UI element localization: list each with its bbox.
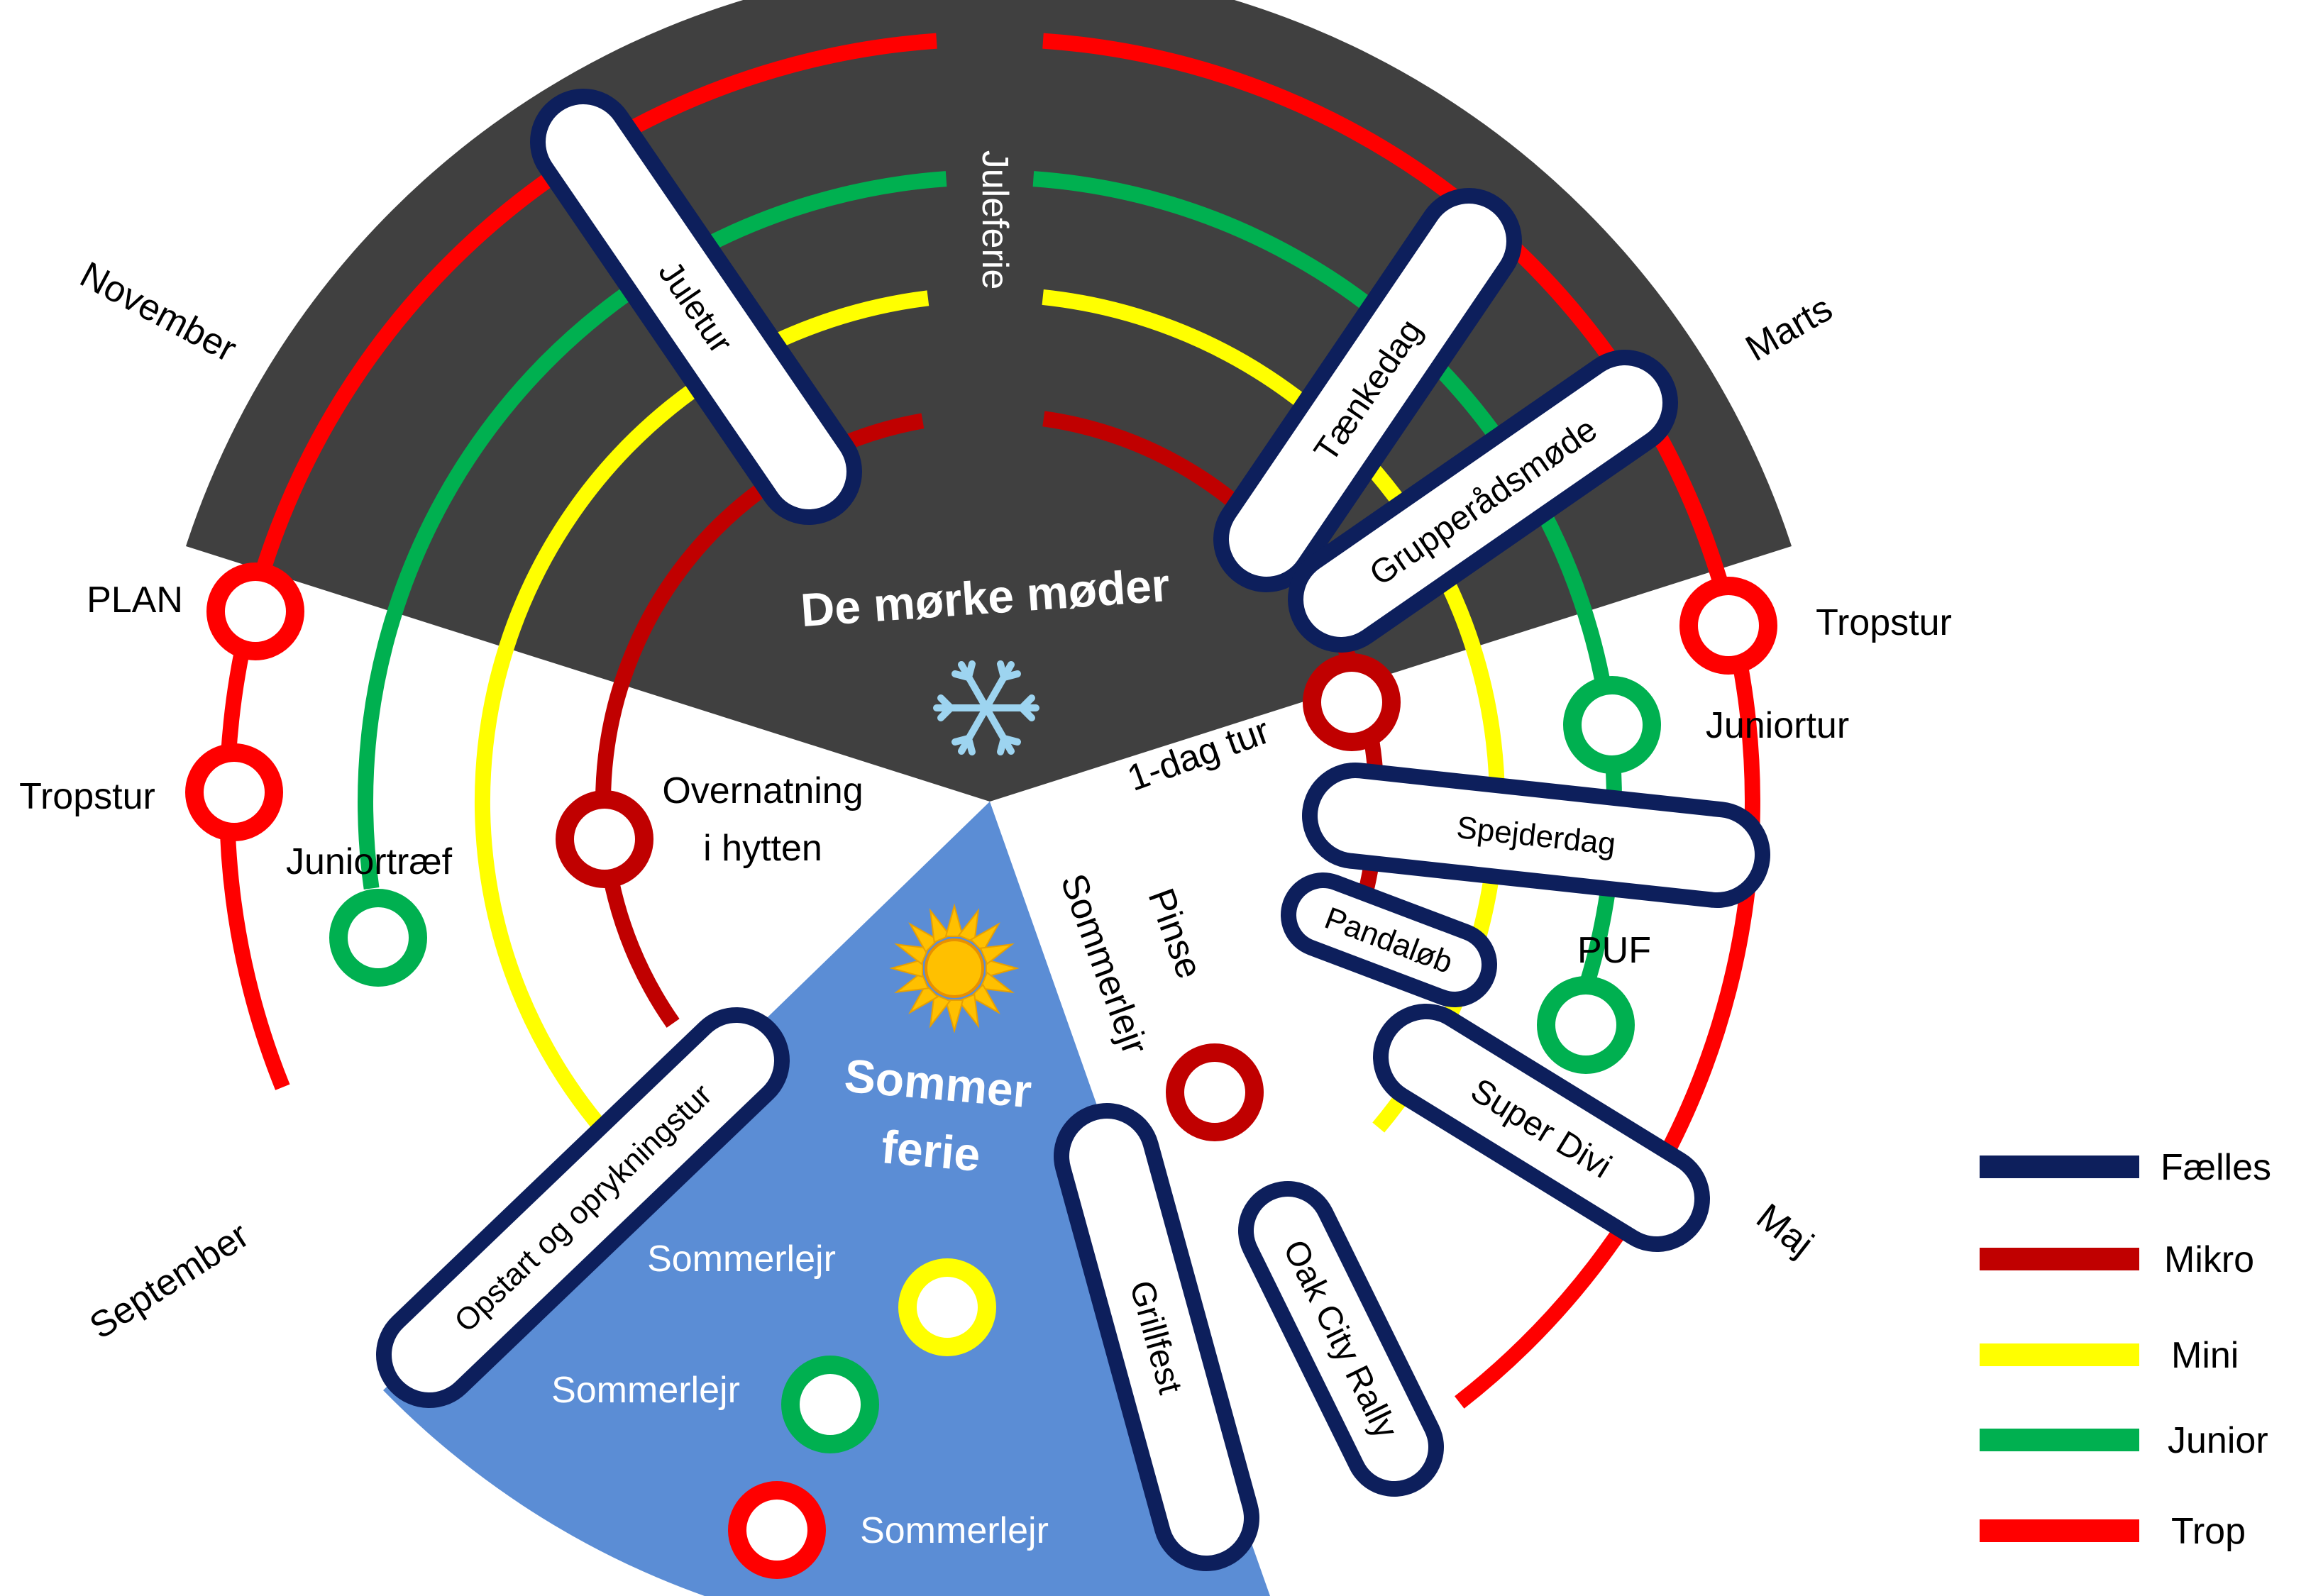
station-plan[interactable] — [206, 563, 304, 660]
event-pill-fill — [1318, 778, 1755, 892]
summer-holiday-sector — [383, 802, 1270, 1596]
event-super-divi[interactable]: Super Divi — [1373, 1004, 1710, 1252]
sun-ray — [957, 908, 980, 943]
event-pill-fill — [546, 104, 846, 509]
station-sommerlejr-mini[interactable] — [898, 1258, 996, 1356]
sun-icon — [889, 903, 1020, 1033]
legend-item-trop: Trop — [1980, 1511, 2246, 1552]
label-puf: PUF — [1577, 930, 1651, 971]
event-oak-city-rally[interactable]: Oak City Rally — [1238, 1181, 1444, 1497]
sun-ray — [944, 903, 964, 937]
event-pill-fill — [1389, 1019, 1694, 1236]
event-spejderdag[interactable]: Spejderdag — [1302, 763, 1770, 908]
station-juniortraef[interactable] — [329, 889, 427, 987]
legend-label-junior: Junior — [2168, 1420, 2268, 1461]
station-juniortur[interactable] — [1563, 676, 1661, 774]
legend-label-mini: Mini — [2171, 1335, 2239, 1376]
event-taenkedag[interactable]: Tænkedag — [1213, 188, 1522, 592]
legend-item-junior: Junior — [1980, 1420, 2268, 1461]
summer-title-line2: ferie — [879, 1120, 982, 1181]
legend-item-mikro: Mikro — [1980, 1239, 2254, 1280]
sun-ray — [944, 999, 964, 1033]
event-pill-fill — [392, 1023, 774, 1392]
label-tropstur-left: Tropstur — [19, 776, 155, 817]
label-overnatning-line1: Overnatning — [662, 770, 863, 811]
event-pill-fill — [1254, 1197, 1428, 1481]
station-overnatning[interactable] — [556, 790, 653, 888]
label-juleferie: Juleferie — [974, 150, 1015, 290]
ring-trop-segment — [219, 33, 937, 1090]
sun-ray — [979, 971, 1015, 994]
legend-item-faelles: Fælles — [1980, 1147, 2271, 1188]
label-sommerlejr-mini: Sommerlejr — [647, 1238, 836, 1280]
label-sommerlejr-junior: Sommerlejr — [551, 1370, 740, 1411]
sun-ray — [957, 993, 980, 1029]
label-tropstur-right: Tropstur — [1816, 602, 1952, 643]
legend-label-faelles: Fælles — [2161, 1147, 2271, 1188]
sun-ray — [929, 993, 951, 1029]
event-pill-fill — [1069, 1119, 1244, 1556]
legend-label-mikro: Mikro — [2164, 1239, 2254, 1280]
month-september: September — [82, 1214, 256, 1347]
label-overnatning-line2: i hytten — [703, 828, 822, 869]
label-juniortur: Juniortur — [1706, 705, 1849, 746]
month-marts: Marts — [1739, 288, 1840, 370]
legend-label-trop: Trop — [2171, 1511, 2246, 1552]
legend: Fælles Mikro Mini Junior Trop — [1980, 1147, 2271, 1552]
ring-junior-segment — [358, 171, 947, 890]
station-puf[interactable] — [1537, 976, 1635, 1074]
station-sommerlejr-junior[interactable] — [781, 1356, 879, 1453]
event-grillfest[interactable]: Grillfest — [1054, 1103, 1259, 1571]
sun-ray — [969, 922, 1000, 953]
month-maj: Maj — [1749, 1196, 1821, 1265]
sun-ray — [908, 922, 939, 953]
label-pinse: Pinse — [1140, 883, 1210, 984]
event-pill-fill — [1229, 204, 1506, 577]
event-juletur[interactable]: Juletur — [530, 89, 862, 525]
sun-ray — [889, 958, 923, 978]
snowflake-icon — [933, 660, 1039, 755]
label-juniortraef: Juniortræf — [286, 841, 453, 882]
legend-item-mini: Mini — [1980, 1335, 2239, 1376]
sun-ray — [979, 943, 1015, 965]
sun-ray — [969, 983, 1000, 1014]
station-pinse-sommerlejr[interactable] — [1166, 1043, 1264, 1141]
sun-ray — [894, 943, 929, 965]
label-sommerlejr-trop: Sommerlejr — [860, 1510, 1049, 1551]
station-sommerlejr-trop[interactable] — [728, 1481, 826, 1579]
event-pill-fill — [1296, 888, 1482, 992]
station-tropstur-left[interactable] — [185, 743, 283, 841]
station-tropstur-right[interactable] — [1679, 577, 1777, 675]
sun-ray — [986, 958, 1020, 978]
sun-ray — [929, 908, 951, 943]
month-november: November — [73, 254, 243, 370]
label-plan: PLAN — [87, 580, 183, 621]
station-one-day-tour[interactable] — [1303, 653, 1401, 751]
sun-ray — [908, 983, 939, 1014]
event-pill-fill — [1303, 365, 1662, 637]
sun-ray — [894, 971, 929, 994]
event-pandaloeb[interactable]: Pandaløb — [1281, 872, 1497, 1007]
